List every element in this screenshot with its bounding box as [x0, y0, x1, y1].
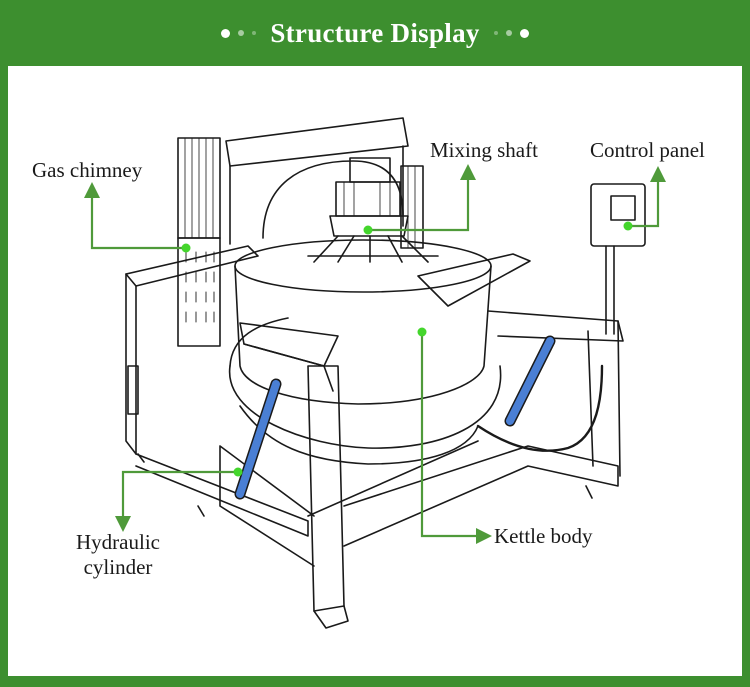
rear-column: [400, 165, 424, 249]
right-arm: [487, 310, 624, 342]
marker-mixing-shaft: [363, 225, 373, 235]
header-banner: Structure Display: [0, 0, 750, 66]
callout-lines: [90, 178, 660, 538]
control-screen: [610, 195, 636, 221]
label-control-panel: Control panel: [590, 138, 705, 162]
gearbox: [329, 215, 409, 237]
center-brace: [307, 440, 479, 517]
rear-frame-plate: [127, 365, 139, 415]
diagram-panel: Gas chimney Mixing shaft Control panel H…: [8, 66, 742, 676]
right-brace: [343, 445, 619, 547]
machine-linework: [125, 117, 646, 629]
arrow-head: [460, 164, 476, 180]
hose: [476, 364, 604, 452]
left-cylinder: [236, 380, 280, 498]
mixing-arms: [313, 235, 429, 263]
tower-cap: [225, 117, 409, 167]
arrow-head: [650, 166, 666, 182]
chimney-ribs: [184, 137, 214, 239]
rear-frame-left-post: [125, 273, 137, 455]
label-hydraulic-line2: cylinder: [83, 555, 153, 580]
control-box: [590, 183, 646, 247]
label-mixing-shaft: Mixing shaft: [430, 138, 538, 162]
kettle-jacket-left: [229, 317, 289, 367]
dot-decoration: [493, 31, 498, 35]
chimney-holes: [185, 251, 215, 323]
arrow-control-panel: [628, 180, 660, 228]
kettle-jacket-lower: [239, 405, 479, 465]
kettle-rim: [234, 239, 492, 293]
label-kettle-body: Kettle body: [494, 524, 593, 548]
left-dots: [221, 28, 257, 38]
front-foot: [313, 605, 349, 629]
tower-arch: [262, 160, 404, 239]
marker-kettle-body: [417, 327, 427, 337]
arrow-hydraulic-cylinder: [121, 470, 238, 518]
marker-gas-chimney: [181, 243, 191, 253]
kettle-spout: [417, 253, 531, 307]
arrow-head: [84, 182, 100, 198]
right-cylinder: [506, 337, 554, 425]
feet: [137, 453, 593, 517]
hydraulic-cylinders: [234, 335, 556, 500]
rear-frame-top: [125, 245, 259, 287]
arrow-head: [476, 528, 492, 544]
arrow-kettle-body: [420, 332, 478, 538]
callout-markers: [181, 221, 633, 477]
rear-column-ribs: [407, 165, 416, 249]
dot-decoration: [238, 30, 245, 36]
chimney-body: [177, 237, 221, 347]
marker-control-panel: [623, 221, 633, 231]
control-pole: [605, 245, 615, 335]
label-hydraulic-line1: Hydraulic: [76, 530, 160, 554]
machine-diagram: [84, 117, 666, 629]
page-title: Structure Display: [270, 17, 480, 48]
dot-decoration: [505, 30, 512, 36]
kettle-wall: [234, 265, 492, 405]
dot-decoration: [519, 28, 529, 38]
dot-decoration: [252, 31, 257, 35]
rear-frame-base: [135, 453, 309, 537]
arrow-head: [115, 516, 131, 532]
right-dots: [493, 28, 529, 38]
arrow-gas-chimney: [90, 196, 186, 250]
kettle-jacket-upper: [228, 365, 502, 449]
lower-front-brace: [219, 445, 315, 567]
right-post: [587, 320, 621, 477]
motor-ribs: [343, 181, 391, 217]
arrow-heads: [84, 164, 666, 544]
label-hydraulic-cylinder: Hydraulic cylinder: [58, 530, 178, 580]
arrow-mixing-shaft: [368, 178, 470, 232]
label-gas-chimney: Gas chimney: [32, 158, 143, 182]
dot-decoration: [221, 28, 231, 38]
marker-hydraulic-cylinder: [233, 467, 243, 477]
